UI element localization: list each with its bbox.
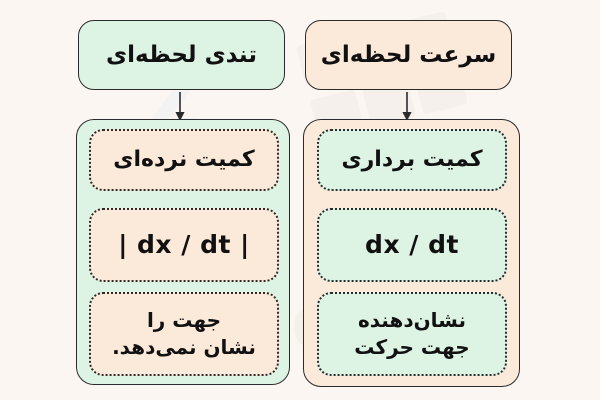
speed-item-formula-label: | dx / dt | — [118, 230, 250, 260]
speed-item-quantity-type-label: کمیت نرده‌ای — [113, 147, 255, 173]
container-card-velocity: کمیت برداری dx / dt نشان‌دهنده جهت حرکت — [303, 119, 520, 387]
velocity-item-direction-note-line2: جهت حرکت — [354, 335, 470, 359]
velocity-item-formula-label: dx / dt — [365, 230, 459, 260]
header-label-velocity: سرعت لحظه‌ای — [320, 41, 497, 68]
header-label-speed: تندی لحظه‌ای — [106, 41, 257, 68]
speed-item-direction-note-lines: جهت را نشان نمی‌دهد. — [91, 307, 277, 361]
header-card-velocity: سرعت لحظه‌ای — [305, 20, 512, 90]
speed-item-quantity-type: کمیت نرده‌ای — [89, 129, 279, 191]
velocity-item-direction-note-lines: نشان‌دهنده جهت حرکت — [319, 307, 505, 361]
velocity-item-formula: dx / dt — [317, 208, 507, 282]
velocity-item-quantity-type: کمیت برداری — [317, 129, 507, 191]
speed-item-direction-note-line1: جهت را — [146, 308, 222, 332]
container-card-speed: کمیت نرده‌ای | dx / dt | جهت را نشان نمی… — [76, 119, 290, 385]
speed-item-direction-note-line2: نشان نمی‌دهد. — [112, 335, 256, 359]
arrow-speed — [173, 92, 187, 122]
velocity-item-direction-note-line1: نشان‌دهنده — [357, 308, 467, 332]
arrow-velocity — [400, 92, 414, 122]
speed-item-formula: | dx / dt | — [89, 208, 279, 282]
velocity-item-quantity-type-label: کمیت برداری — [341, 147, 483, 173]
velocity-item-direction-note: نشان‌دهنده جهت حرکت — [317, 292, 507, 376]
header-card-speed: تندی لحظه‌ای — [78, 20, 285, 90]
speed-item-direction-note: جهت را نشان نمی‌دهد. — [89, 292, 279, 376]
